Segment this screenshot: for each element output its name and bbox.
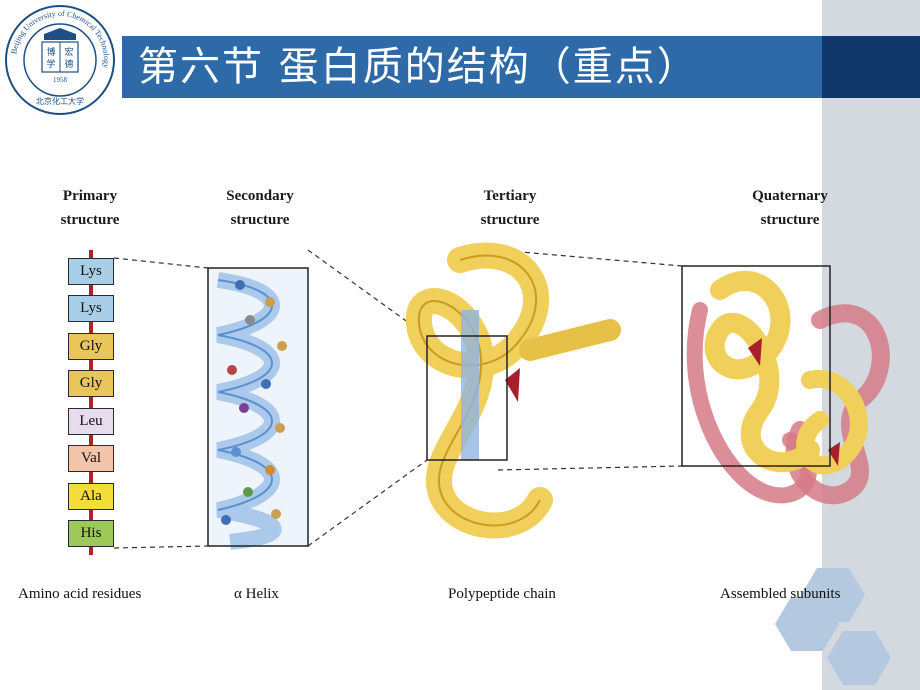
- connector-line: [497, 465, 683, 471]
- tertiary-fold-illustration: [405, 242, 621, 539]
- connector-line: [113, 257, 209, 269]
- connector-line: [113, 545, 209, 549]
- caption-tertiary: Polypeptide chain: [448, 586, 556, 602]
- logo-char-1: 博: [46, 46, 55, 58]
- alpha-helix-illustration: [207, 267, 309, 550]
- connector-line: [307, 459, 428, 547]
- residue-5: Leu: [68, 408, 114, 435]
- structure-artwork: [89, 242, 890, 555]
- caption-secondary: α Helix: [234, 586, 279, 602]
- residue-4: Gly: [68, 370, 114, 397]
- logo-char-4: 德: [64, 58, 73, 70]
- residue-1: Lys: [68, 258, 114, 285]
- quaternary-assembly-illustration: [681, 265, 890, 505]
- title-bar: [122, 36, 822, 98]
- residue-7: Ala: [68, 483, 114, 510]
- logo-char-3: 学: [46, 58, 55, 70]
- title-bar-dark-end: [822, 36, 920, 98]
- caption-quaternary: Assembled subunits: [720, 586, 841, 602]
- logo-char-2: 宏: [64, 46, 73, 58]
- logo-bottom-text: 北京化工大学: [36, 96, 84, 106]
- connector-line: [307, 249, 428, 337]
- residue-2: Lys: [68, 295, 114, 322]
- university-logo: Beijing University of Chemical Technolog…: [5, 5, 115, 115]
- residue-3: Gly: [68, 333, 114, 360]
- residue-6: Val: [68, 445, 114, 472]
- decorative-hexagons: [775, 568, 891, 685]
- logo-year: 1958: [53, 76, 68, 84]
- connector-line: [497, 249, 683, 267]
- slide-title: 第六节 蛋白质的结构（重点）: [138, 44, 699, 90]
- caption-primary: Amino acid residues: [18, 586, 142, 602]
- residue-8: His: [68, 520, 114, 547]
